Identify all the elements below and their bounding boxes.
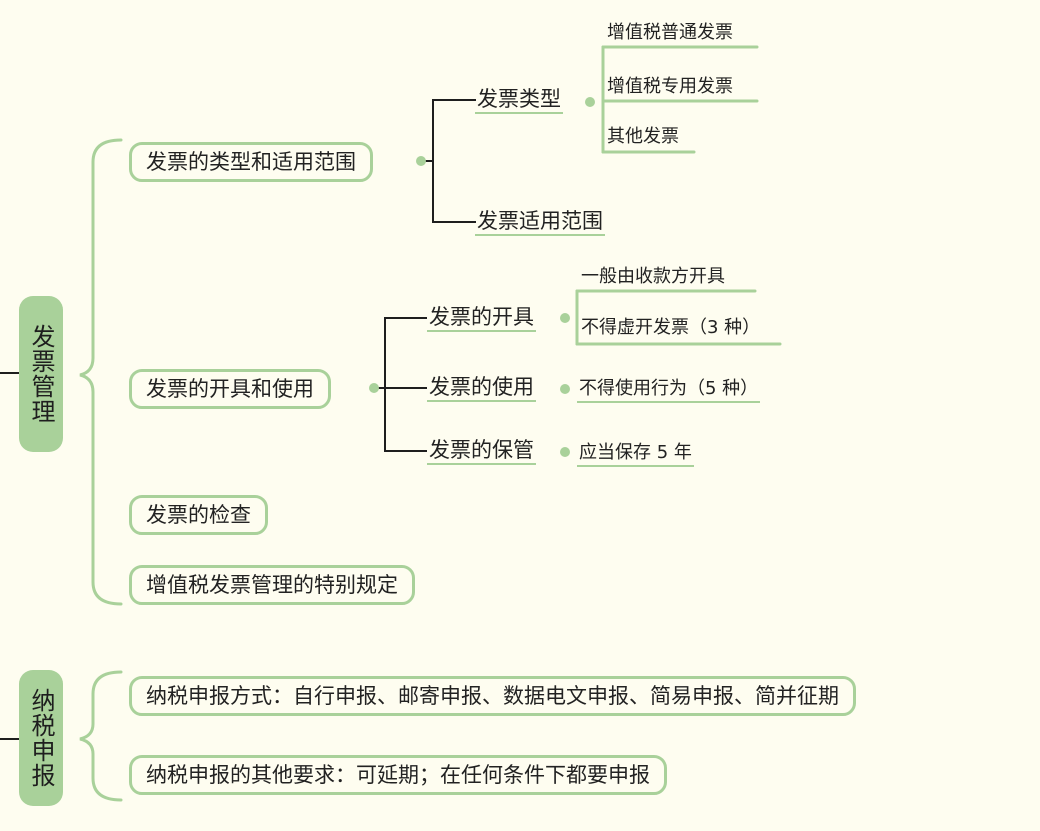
- node-vat-invoice-special-label: 增值税发票管理的特别规定: [146, 573, 398, 597]
- leaf-prohibited-use: 不得使用行为（5 种）: [577, 377, 761, 403]
- node-invoice-issue-use-label: 发票的开具和使用: [146, 377, 314, 401]
- node-invoice-types[interactable]: 发票类型: [475, 86, 563, 114]
- leaf-no-false-invoice: 不得虚开发票（3 种）: [581, 317, 761, 338]
- node-invoice-issue[interactable]: 发票的开具: [427, 304, 536, 332]
- node-dot: [560, 313, 570, 323]
- leaf-issued-by-payee: 一般由收款方开具: [581, 266, 725, 287]
- node-filing-methods[interactable]: 纳税申报方式：自行申报、邮寄申报、数据电文申报、简易申报、简并征期: [129, 676, 856, 716]
- node-filing-methods-label: 纳税申报方式：自行申报、邮寄申报、数据电文申报、简易申报、简并征期: [146, 684, 839, 708]
- root-invoice-management: 发票管理: [19, 296, 63, 452]
- node-invoice-types-scope-label: 发票的类型和适用范围: [146, 150, 356, 174]
- node-filing-other-requirements[interactable]: 纳税申报的其他要求：可延期；在任何条件下都要申报: [129, 755, 667, 795]
- node-dot: [369, 383, 379, 393]
- node-invoice-scope[interactable]: 发票适用范围: [475, 208, 605, 236]
- node-filing-other-requirements-label: 纳税申报的其他要求：可延期；在任何条件下都要申报: [146, 763, 650, 787]
- root-tax-filing: 纳税申报: [19, 670, 63, 806]
- leaf-keep-5-years: 应当保存 5 年: [577, 441, 694, 467]
- node-dot: [560, 447, 570, 457]
- node-dot: [585, 97, 595, 107]
- node-invoice-check-label: 发票的检查: [146, 503, 251, 527]
- leaf-vat-ordinary-invoice: 增值税普通发票: [607, 22, 733, 43]
- leaf-vat-special-invoice: 增值税专用发票: [607, 76, 733, 97]
- node-vat-invoice-special[interactable]: 增值税发票管理的特别规定: [129, 565, 415, 605]
- node-invoice-keep[interactable]: 发票的保管: [427, 437, 536, 465]
- leaf-other-invoice: 其他发票: [607, 126, 679, 147]
- node-dot: [416, 156, 426, 166]
- node-invoice-issue-use[interactable]: 发票的开具和使用: [129, 369, 331, 409]
- node-invoice-use[interactable]: 发票的使用: [427, 374, 536, 402]
- node-dot: [560, 384, 570, 394]
- node-invoice-check[interactable]: 发票的检查: [129, 495, 268, 535]
- node-invoice-types-scope[interactable]: 发票的类型和适用范围: [129, 142, 373, 182]
